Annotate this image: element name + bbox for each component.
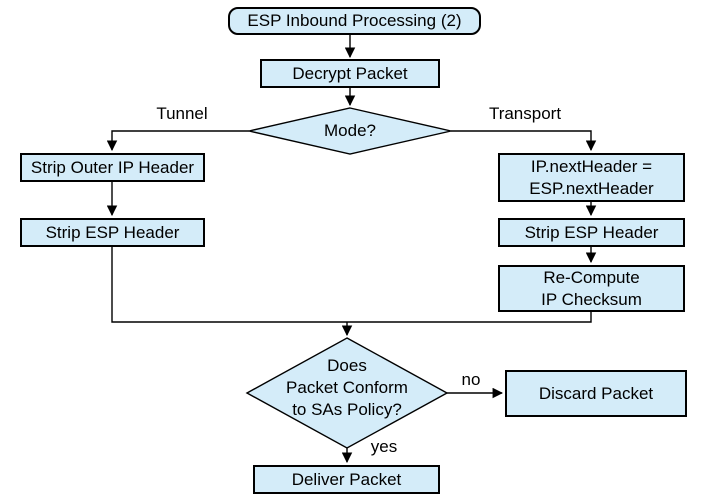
node-label: Mode?: [324, 121, 376, 140]
edge-label-no: no: [461, 370, 481, 389]
mode-decision-diamond: [248, 107, 452, 155]
node-label: Re-Compute: [543, 267, 640, 287]
node-label: Deliver Packet: [291, 469, 402, 489]
policy-decision-label: Does Packet Conform to SAs Policy?: [247, 340, 447, 436]
edge-label-tunnel: Tunnel: [156, 104, 208, 123]
node-label: Discard Packet: [538, 383, 654, 403]
node-label: Decrypt Packet: [292, 63, 408, 83]
node-set-next-header: IP.nextHeader = ESP.nextHeader: [498, 153, 685, 202]
node-deliver-packet: Deliver Packet: [253, 465, 440, 494]
node-label: Does: [327, 356, 367, 375]
node-strip-outer-ip-header: Strip Outer IP Header: [20, 153, 205, 182]
node-label: Strip ESP Header: [45, 222, 180, 242]
node-label: IP Checksum: [541, 289, 642, 309]
node-start-terminator: ESP Inbound Processing (2): [228, 7, 481, 35]
mode-decision-label: Mode?: [250, 109, 450, 153]
node-label: Strip ESP Header: [524, 222, 659, 242]
node-strip-esp-header-transport: Strip ESP Header: [498, 218, 685, 247]
edge-tunnel-merge: [111, 247, 347, 323]
edge-mode-transport-branch: [451, 130, 597, 152]
edge-transport-merge: [347, 312, 592, 323]
node-decrypt-packet: Decrypt Packet: [260, 59, 440, 88]
node-label: ESP.nextHeader: [529, 178, 654, 198]
node-label: to SAs Policy?: [292, 400, 402, 419]
edge-label-yes: yes: [370, 437, 398, 456]
node-recompute-ip-checksum: Re-Compute IP Checksum: [498, 265, 685, 312]
edge-label-transport: Transport: [488, 104, 562, 123]
node-strip-esp-header-tunnel: Strip ESP Header: [20, 218, 205, 247]
node-label: ESP Inbound Processing (2): [247, 11, 462, 30]
node-label: IP.nextHeader =: [530, 156, 653, 176]
node-label: Strip Outer IP Header: [30, 157, 195, 177]
node-label: Packet Conform: [286, 378, 408, 397]
node-discard-packet: Discard Packet: [505, 370, 687, 417]
policy-decision-diamond: [245, 337, 449, 449]
edge-mode-tunnel-branch: [106, 130, 249, 152]
